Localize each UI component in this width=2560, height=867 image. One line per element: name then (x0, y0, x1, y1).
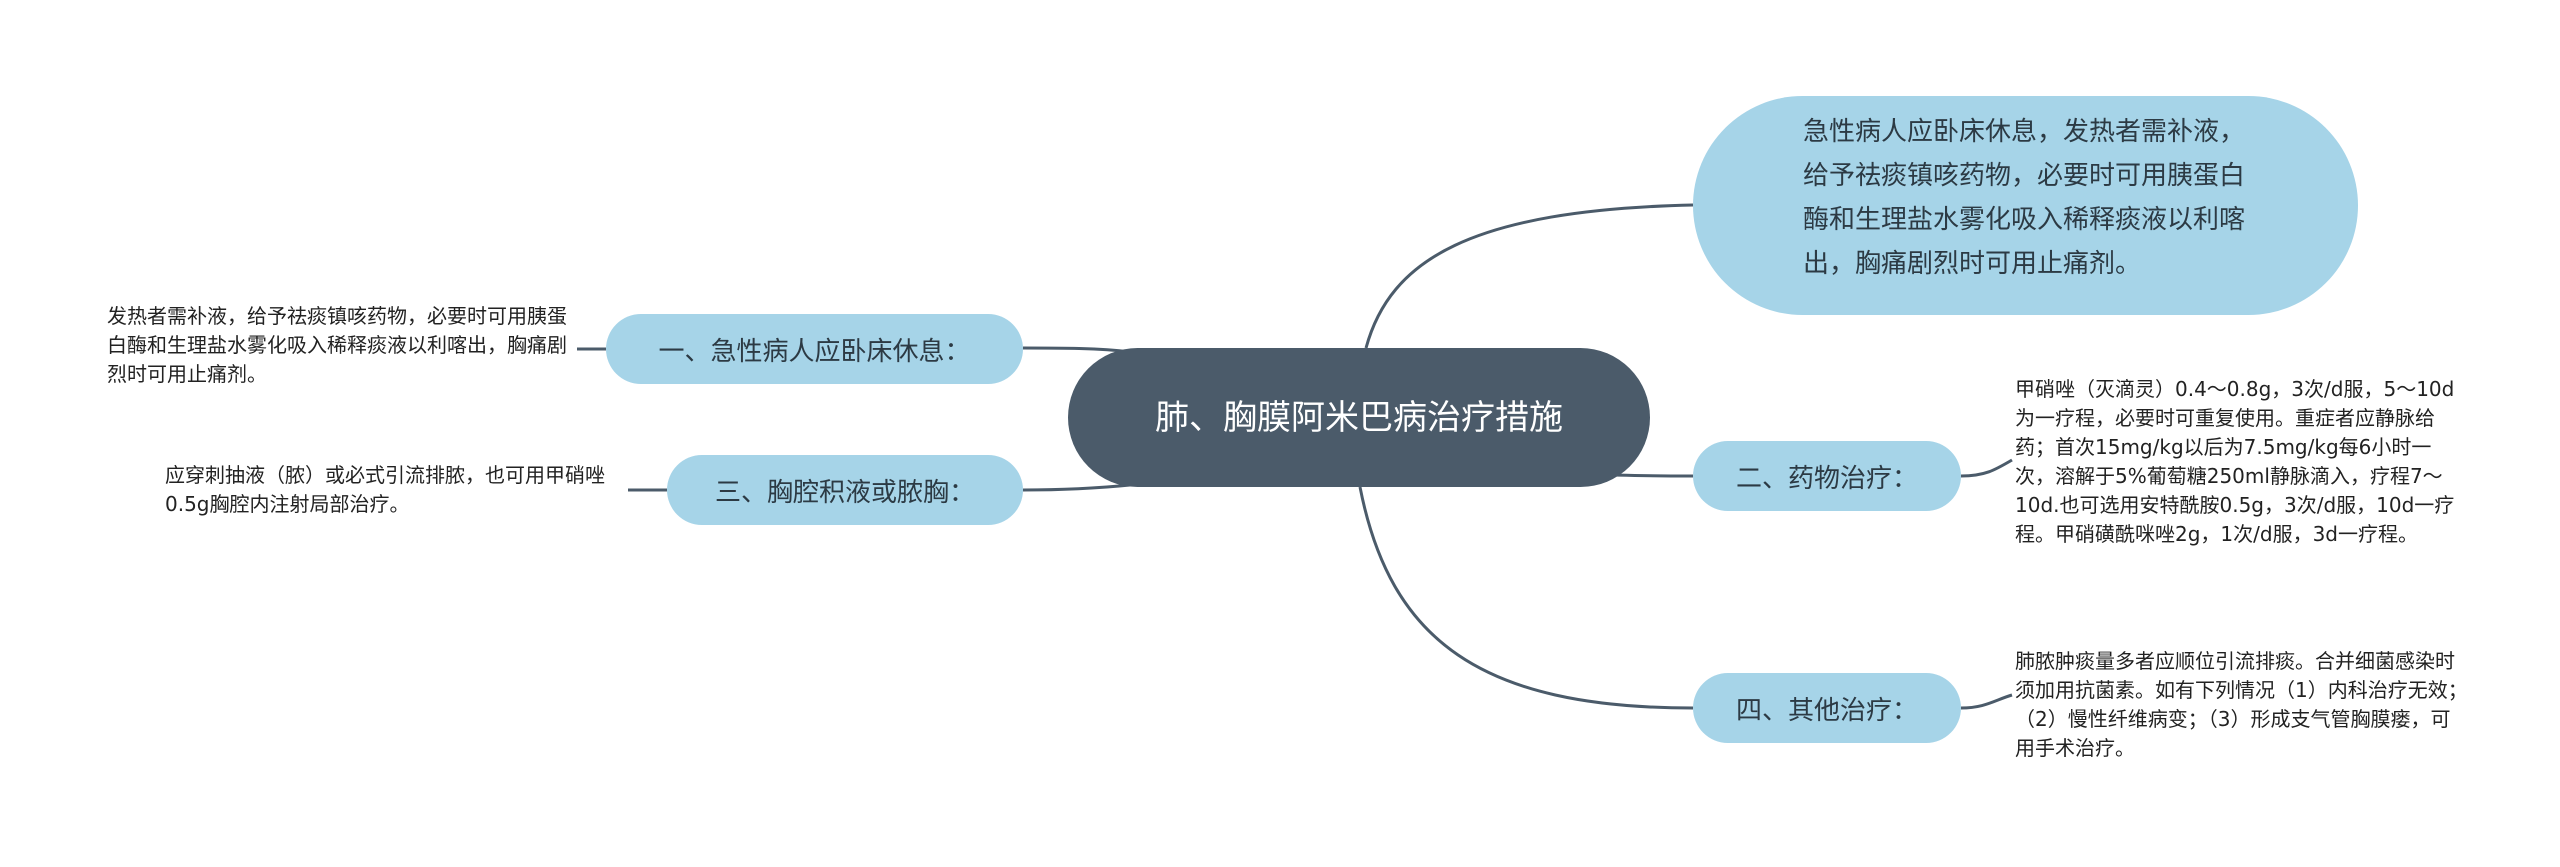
link-branch-4-to-leaf (1960, 693, 2013, 710)
link-center-to-branch-3 (1022, 483, 1131, 492)
link-center-to-bubble (1364, 203, 1694, 349)
link-branch-2-to-leaf (1960, 458, 2013, 478)
leaf-drug-therapy-detail[interactable]: 甲硝唑（灭滴灵）0.4～0.8g，3次/d服，5～10d为一疗程，必要时可重复使… (2015, 377, 2455, 546)
leaf-other-therapy-detail[interactable]: 肺脓肿痰量多者应顺位引流排痰。合并细菌感染时须加用抗菌素。如有下列情况（1）内科… (2015, 649, 2468, 760)
leaf-pleural-effusion-detail[interactable]: 应穿刺抽液（脓）或必式引流排脓，也可用甲硝唑0.5g胸腔内注射局部治疗。 (165, 463, 605, 516)
branch-acute-rest[interactable]: 一、急性病人应卧床休息： (606, 314, 1023, 384)
central-topic[interactable]: 肺、胸膜阿米巴病治疗措施 (1068, 348, 1650, 487)
branch-other-therapy[interactable]: 四、其他治疗： (1693, 673, 1961, 743)
branch-pleural-effusion[interactable]: 三、胸腔积液或脓胸： (667, 455, 1023, 525)
bubble-acute-rest-note[interactable]: 急性病人应卧床休息，发热者需补液，给予祛痰镇咳药物，必要时可用胰蛋白酶和生理盐水… (1693, 96, 2358, 315)
leaf-acute-rest-detail[interactable]: 发热者需补液，给予祛痰镇咳药物，必要时可用胰蛋白酶和生理盐水雾化吸入稀释痰液以利… (107, 304, 567, 386)
branch-drug-therapy[interactable]: 二、药物治疗： (1693, 441, 1961, 511)
link-center-to-branch-4 (1358, 486, 1694, 710)
